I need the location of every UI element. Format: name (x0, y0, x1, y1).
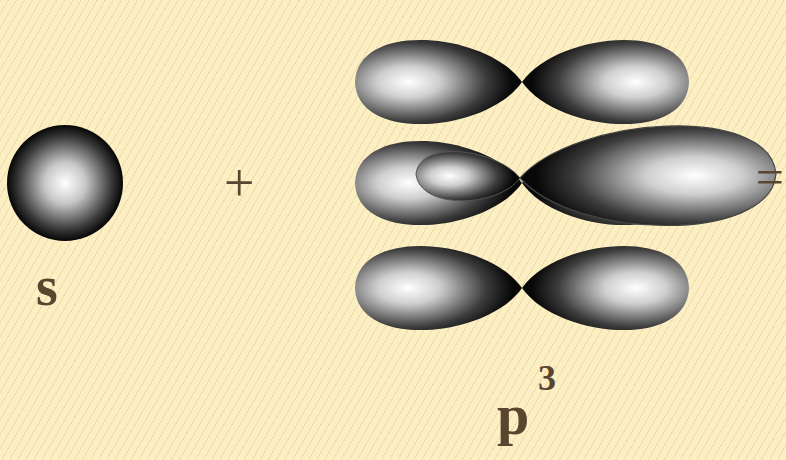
superscript: 3 (538, 360, 556, 396)
plus-sign: + (224, 156, 254, 210)
p-orbital (355, 40, 689, 124)
s-orbital (7, 125, 123, 241)
orbital-label: p (497, 386, 529, 444)
orbital-label: s (36, 258, 58, 314)
p-orbital (355, 246, 689, 330)
equals-sign: = (756, 152, 784, 202)
p-orbital-front (416, 126, 776, 226)
